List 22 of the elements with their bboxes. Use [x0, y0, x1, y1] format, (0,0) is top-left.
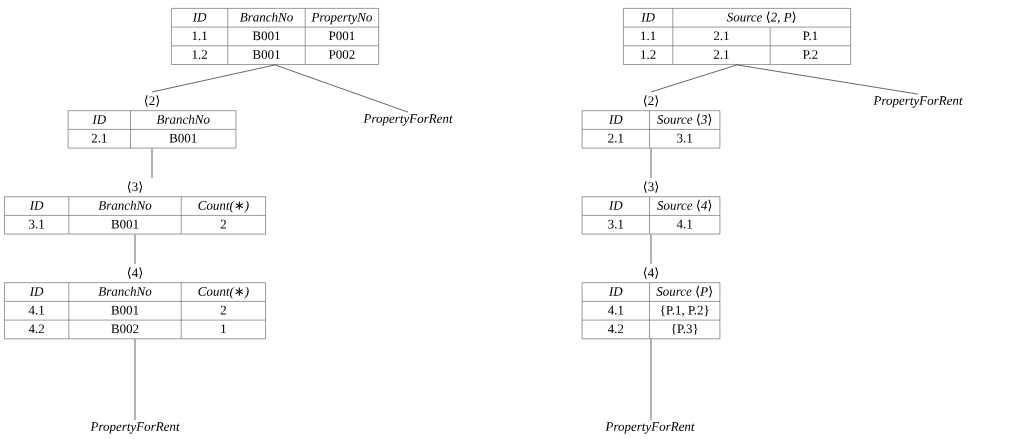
table: ⟨2⟩ ID Source ⟨3⟩ 2.1 3.1: [581, 95, 721, 149]
connector-line: [151, 64, 276, 93]
connector-line: [274, 64, 409, 113]
connector-line: [134, 234, 136, 265]
table: ⟨2⟩ ID BranchNo 2.1 B001: [67, 95, 237, 149]
connector-line: [736, 64, 919, 95]
label-text: PropertyForRent: [90, 422, 180, 434]
table: ID BranchNo PropertyNo 1.1 B001 P001 1.2 B001 P002: [171, 8, 379, 65]
table: ⟨4⟩ ID Source ⟨P⟩ 4.1 {P.1, P.2} 4.2 {P.3}: [581, 267, 721, 339]
table: ID Source ⟨2, P⟩ 1.1 2.1 P.1 1.2 2.1 P.2: [623, 8, 851, 65]
connector-line: [650, 148, 652, 179]
connector-line: [650, 234, 652, 265]
connector-line: [650, 64, 738, 93]
label-text: PropertyForRent: [873, 96, 963, 108]
table: ⟨4⟩ ID BranchNo Count(∗) 4.1 B001 2 4.2 B002 1: [4, 267, 266, 339]
table: ⟨3⟩ ID BranchNo Count(∗) 3.1 B001 2: [4, 181, 266, 235]
connector-line: [650, 338, 652, 421]
label-text: PropertyForRent: [605, 422, 695, 434]
connector-line: [151, 148, 153, 179]
table: ⟨3⟩ ID Source ⟨4⟩ 3.1 4.1: [581, 181, 721, 235]
connector-line: [134, 338, 136, 421]
label-text: PropertyForRent: [363, 114, 453, 126]
